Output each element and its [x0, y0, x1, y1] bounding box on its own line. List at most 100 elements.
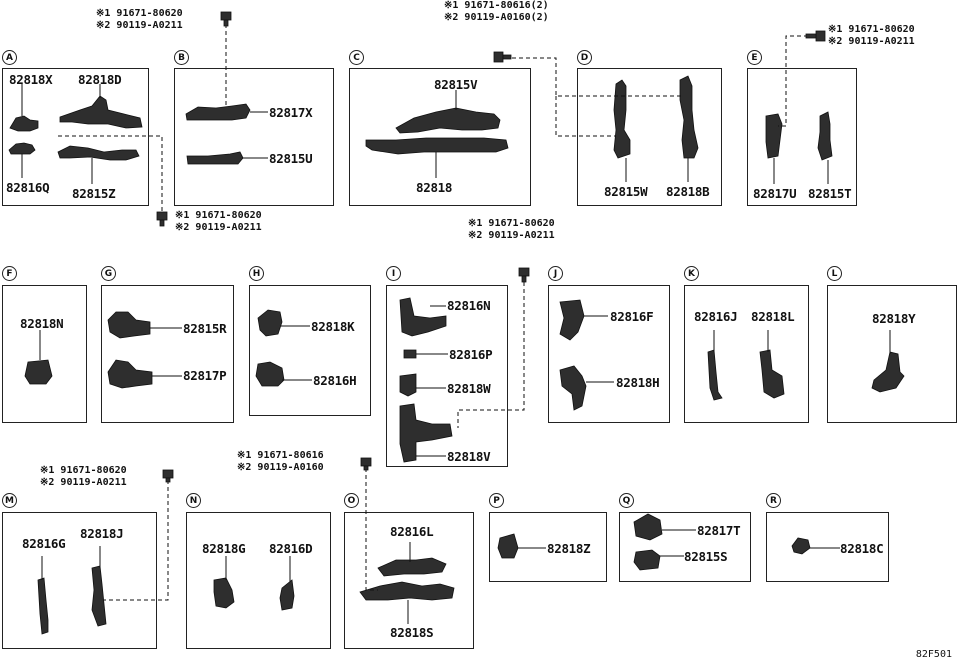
- fastener-note-i: ※1 91671-80620 ※2 90119-A0211: [468, 218, 555, 242]
- badge-n: N: [186, 493, 201, 508]
- fastener-note-o: ※1 91671-80616 ※2 90119-A0160: [237, 450, 324, 474]
- part-82816H-shape: [255, 361, 285, 387]
- panel-f: [2, 285, 87, 423]
- part-label-82816g: 82816G: [22, 536, 66, 551]
- part-label-82815s: 82815S: [684, 549, 728, 564]
- badge-h: H: [249, 266, 264, 281]
- bolt-icon-o: [360, 457, 372, 471]
- badge-a: A: [2, 50, 17, 65]
- part-label-82818n: 82818N: [20, 316, 64, 331]
- part-82818H-shape: [559, 365, 587, 411]
- part-82818N-shape: [24, 359, 53, 385]
- badge-q: Q: [619, 493, 634, 508]
- part-82815S-shape: [633, 549, 661, 571]
- part-82817U-shape: [765, 113, 783, 159]
- panel-c: [349, 68, 531, 206]
- part-label-82816h: 82816H: [313, 373, 357, 388]
- part-82815V-shape: [395, 107, 501, 134]
- panel-r: [766, 512, 889, 582]
- part-82815U-shape: [186, 151, 244, 165]
- part-label-82815w: 82815W: [604, 184, 648, 199]
- badge-f: F: [2, 266, 17, 281]
- part-label-82818l: 82818L: [751, 309, 795, 324]
- part-82817P-shape: [107, 359, 153, 389]
- part-82818J-shape: [91, 565, 107, 627]
- diagram-code: 82F501: [915, 649, 952, 660]
- fastener-note-e: ※1 91671-80620 ※2 90119-A0211: [828, 24, 915, 48]
- part-label-82816l: 82816L: [390, 524, 434, 539]
- bolt-icon-i: [518, 267, 530, 283]
- fastener-note-d: ※1 91671-80616(2) ※2 90119-A0160(2): [444, 0, 549, 24]
- dash-fastener-m: [104, 480, 169, 601]
- panel-h: [249, 285, 371, 416]
- badge-b: B: [174, 50, 189, 65]
- badge-c: C: [349, 50, 364, 65]
- panel-b: [174, 68, 334, 206]
- part-82815W-shape: [613, 79, 631, 159]
- bolt-icon-e: [805, 30, 826, 42]
- badge-l: L: [827, 266, 842, 281]
- badge-m: M: [2, 493, 17, 508]
- dash-fastener-d-top: [512, 57, 684, 97]
- note-line-1: ※1 91671-80616: [237, 450, 324, 461]
- dash-fastener-a: [58, 135, 163, 212]
- part-label-82817x: 82817X: [269, 105, 313, 120]
- part-82816L-shape: [377, 557, 447, 577]
- part-label-82818b: 82818B: [666, 184, 710, 199]
- note-line-1: ※1 91671-80620: [828, 24, 915, 35]
- badge-e: E: [747, 50, 762, 65]
- part-label-82818v: 82818V: [447, 449, 491, 464]
- part-label-82815r: 82815R: [183, 321, 227, 336]
- fastener-note-a: ※1 91671-80620 ※2 90119-A0211: [175, 210, 262, 234]
- panel-k: [684, 285, 809, 423]
- panel-a: [2, 68, 149, 206]
- part-82818K-shape: [257, 309, 283, 337]
- part-82816F-shape: [559, 299, 585, 341]
- badge-g: G: [101, 266, 116, 281]
- badge-k: K: [684, 266, 699, 281]
- badge-i: I: [386, 266, 401, 281]
- part-label-82816j: 82816J: [694, 309, 738, 324]
- part-82815Z-shape: [57, 145, 140, 161]
- part-label-82818w: 82818W: [447, 381, 491, 396]
- part-82818C-shape: [791, 537, 811, 555]
- part-82816P-shape: [403, 349, 417, 359]
- part-82815T-shape: [817, 111, 833, 161]
- dash-fastener-i: [457, 282, 525, 428]
- part-label-82818h: 82818H: [616, 375, 660, 390]
- panel-d: [577, 68, 722, 206]
- dash-fastener-o: [365, 468, 378, 591]
- part-label-82817u: 82817U: [753, 186, 797, 201]
- part-label-82818k: 82818K: [311, 319, 355, 334]
- part-label-82815v: 82815V: [434, 77, 478, 92]
- bolt-icon-m: [162, 469, 174, 483]
- part-82816N-shape: [399, 297, 447, 337]
- part-label-82818s: 82818S: [390, 625, 434, 640]
- panel-m: [2, 512, 157, 649]
- part-82818-shape: [365, 137, 509, 155]
- bolt-icon-d: [493, 51, 512, 63]
- part-label-82818x: 82818X: [9, 72, 53, 87]
- note-line-1: ※1 91671-80616(2): [444, 0, 549, 11]
- part-82818X-shape: [9, 115, 39, 132]
- part-82818G-shape: [213, 577, 235, 609]
- note-line-2: ※2 90119-A0211: [96, 20, 183, 31]
- part-label-82817p: 82817P: [183, 368, 227, 383]
- note-line-2: ※2 90119-A0160(2): [444, 12, 549, 23]
- bolt-icon-b: [220, 11, 232, 27]
- part-label-82815u: 82815U: [269, 151, 313, 166]
- panel-e: [747, 68, 857, 206]
- note-line-1: ※1 91671-80620: [468, 218, 555, 229]
- part-label-82816q: 82816Q: [6, 180, 50, 195]
- part-82816J-shape: [707, 349, 723, 401]
- part-82817X-shape: [185, 103, 251, 121]
- part-label-82816n: 82816N: [447, 298, 491, 313]
- part-label-82816f: 82816F: [610, 309, 654, 324]
- fastener-note-b: ※1 91671-80620 ※2 90119-A0211: [96, 8, 183, 32]
- part-label-82818g: 82818G: [202, 541, 246, 556]
- part-label-82816p: 82816P: [449, 347, 493, 362]
- part-82818L-shape: [759, 349, 785, 399]
- part-82818V-shape: [399, 403, 453, 463]
